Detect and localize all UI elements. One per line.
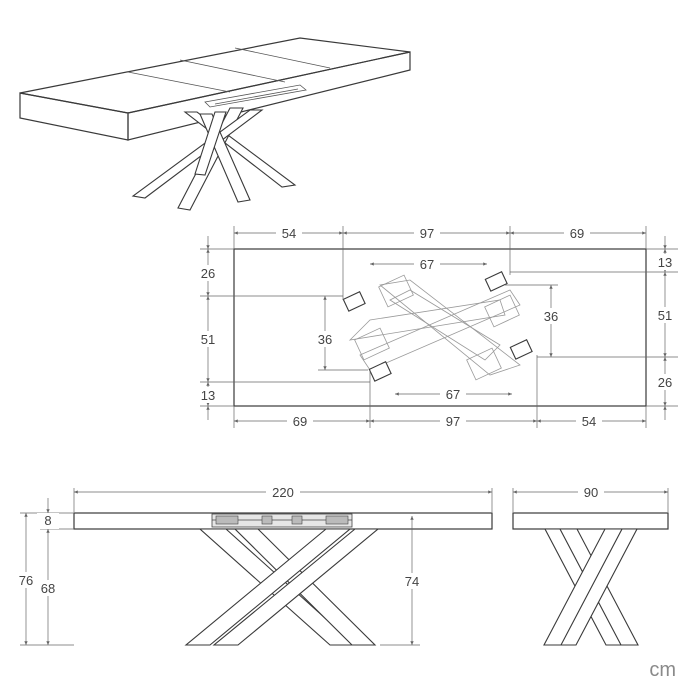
bottom-dim-2: 97 bbox=[446, 414, 460, 429]
right-dim-1: 13 bbox=[658, 255, 672, 270]
tabletop-outline bbox=[233, 248, 647, 407]
under-top-height-dim: 68 bbox=[41, 581, 55, 596]
left-dim-3: 13 bbox=[201, 388, 215, 403]
mechanism-height-dim: 74 bbox=[405, 574, 419, 589]
top-dim-2: 97 bbox=[420, 226, 434, 241]
thickness-dim: 8 bbox=[44, 513, 51, 528]
inner-bottom-dim: 67 bbox=[446, 387, 460, 402]
bottom-dim-3: 54 bbox=[582, 414, 596, 429]
left-dim-1: 26 bbox=[201, 266, 215, 281]
front-view: 220 8 76 68 74 bbox=[14, 484, 493, 646]
top-view-legs bbox=[342, 271, 533, 382]
right-dim-2: 51 bbox=[658, 308, 672, 323]
top-dim-1: 54 bbox=[282, 226, 296, 241]
top-dim-3: 69 bbox=[570, 226, 584, 241]
right-dim-3: 26 bbox=[658, 375, 672, 390]
front-legs bbox=[184, 528, 380, 646]
inner-top-dim: 67 bbox=[420, 257, 434, 272]
side-view: 90 bbox=[512, 484, 669, 646]
side-legs bbox=[543, 528, 639, 646]
extension-mechanism bbox=[211, 513, 353, 528]
total-height-dim: 76 bbox=[19, 573, 33, 588]
perspective-legs bbox=[131, 107, 297, 211]
inner-right-dim: 36 bbox=[544, 309, 558, 324]
width-dim: 90 bbox=[584, 485, 598, 500]
bottom-dim-1: 69 bbox=[293, 414, 307, 429]
left-dim-2: 51 bbox=[201, 332, 215, 347]
inner-left-dim: 36 bbox=[318, 332, 332, 347]
length-dim: 220 bbox=[272, 485, 294, 500]
front-tabletop bbox=[73, 512, 493, 530]
top-view: 54 97 69 69 97 54 67 67 26 51 bbox=[196, 225, 678, 429]
side-tabletop bbox=[512, 512, 669, 530]
perspective-view bbox=[19, 37, 411, 211]
unit-label: cm bbox=[649, 659, 676, 681]
